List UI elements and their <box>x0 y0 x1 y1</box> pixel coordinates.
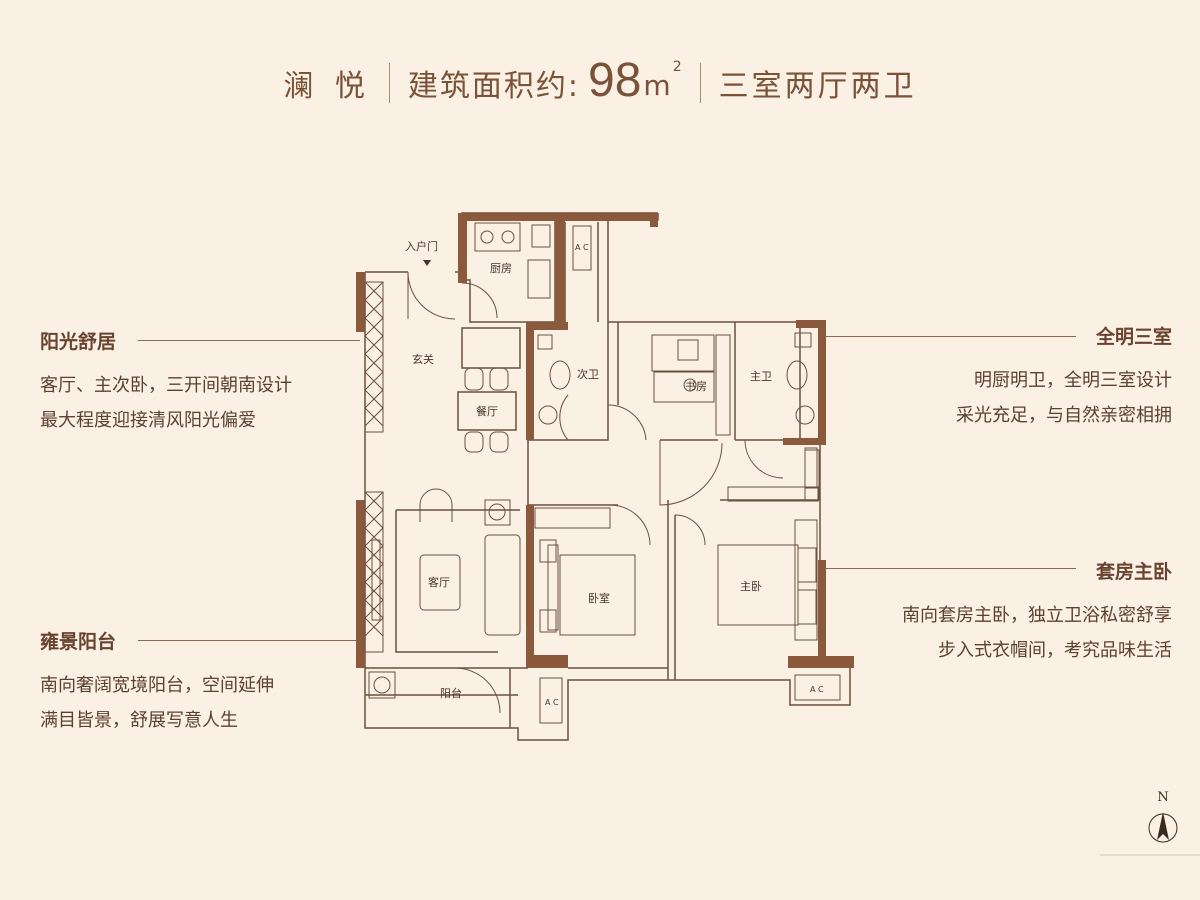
entrance-arrow-icon <box>423 260 431 266</box>
feature-sunshine: 阳光舒居 客厅、主次卧，三开间朝南设计 最大程度迎接清风阳光偏爱 <box>40 327 292 438</box>
label-bath1: 主卫 <box>750 370 772 383</box>
layout-type: 三室两厅两卫 <box>718 69 917 104</box>
label-ac: A C <box>810 685 824 694</box>
feature-title: 阳光舒居 <box>40 331 117 353</box>
label-balcony: 阳台 <box>440 686 462 700</box>
feature-line: 步入式衣帽间，考究品味生活 <box>938 640 1172 661</box>
area-unit: m <box>643 68 671 102</box>
area-value: 98 <box>588 53 642 107</box>
feature-title: 全明三室 <box>1095 326 1172 348</box>
feature-line: 采光充足，与自然亲密相拥 <box>956 405 1172 426</box>
area-unit-sup: 2 <box>672 59 682 75</box>
leader-line <box>818 568 1076 569</box>
north-indicator: N <box>1146 786 1180 805</box>
label-bath2: 次卫 <box>577 367 599 381</box>
label-ac: A C <box>545 698 559 707</box>
door-swings <box>407 271 784 714</box>
leader-line <box>138 640 360 641</box>
label-ac: A C <box>575 243 589 252</box>
header-divider <box>699 63 701 103</box>
leader-line <box>138 340 360 341</box>
furniture <box>368 222 841 724</box>
label-foyer: 玄关 <box>412 352 434 366</box>
feature-line: 南向套房主卧，独立卫浴私密舒享 <box>902 605 1172 626</box>
plan-header: 澜 悦 建筑面积约: 98 m 2 三室两厅两卫 <box>0 48 1200 118</box>
header-divider <box>388 63 390 103</box>
feature-bright: 全明三室 明厨明卫，全明三室设计 采光充足，与自然亲密相拥 <box>956 322 1172 433</box>
windows <box>364 281 820 653</box>
label-living: 客厅 <box>428 575 450 589</box>
label-kitchen: 厨房 <box>490 262 512 275</box>
feature-line: 满目皆景，舒展写意人生 <box>40 710 238 731</box>
area-prefix: 建筑面积约: <box>407 69 581 104</box>
label-dining: 餐厅 <box>476 404 498 418</box>
unit-name: 澜 悦 <box>283 69 371 104</box>
north-label: N <box>1157 790 1169 805</box>
plan-walls <box>356 213 854 668</box>
label-entrance: 入户门 <box>405 239 438 253</box>
feature-title: 雍景阳台 <box>40 631 117 653</box>
north-arrow-icon <box>1148 812 1178 843</box>
label-bedroom: 卧室 <box>588 591 610 605</box>
plan-outline <box>364 212 851 741</box>
leader-line <box>818 336 1076 337</box>
feature-line: 最大程度迎接清风阳光偏爱 <box>40 410 256 431</box>
feature-line: 明厨明卫，全明三室设计 <box>974 370 1172 391</box>
feature-line: 客厅、主次卧，三开间朝南设计 <box>40 375 292 396</box>
feature-suite: 套房主卧 南向套房主卧，独立卫浴私密舒享 步入式衣帽间，考究品味生活 <box>902 557 1172 668</box>
feature-title: 套房主卧 <box>1095 561 1172 583</box>
label-master: 主卧 <box>740 580 762 593</box>
feature-balcony: 雍景阳台 南向奢阔宽境阳台，空间延伸 满目皆景，舒展写意人生 <box>40 627 274 738</box>
label-study: 书房 <box>685 380 707 393</box>
feature-line: 南向奢阔宽境阳台，空间延伸 <box>40 675 274 696</box>
